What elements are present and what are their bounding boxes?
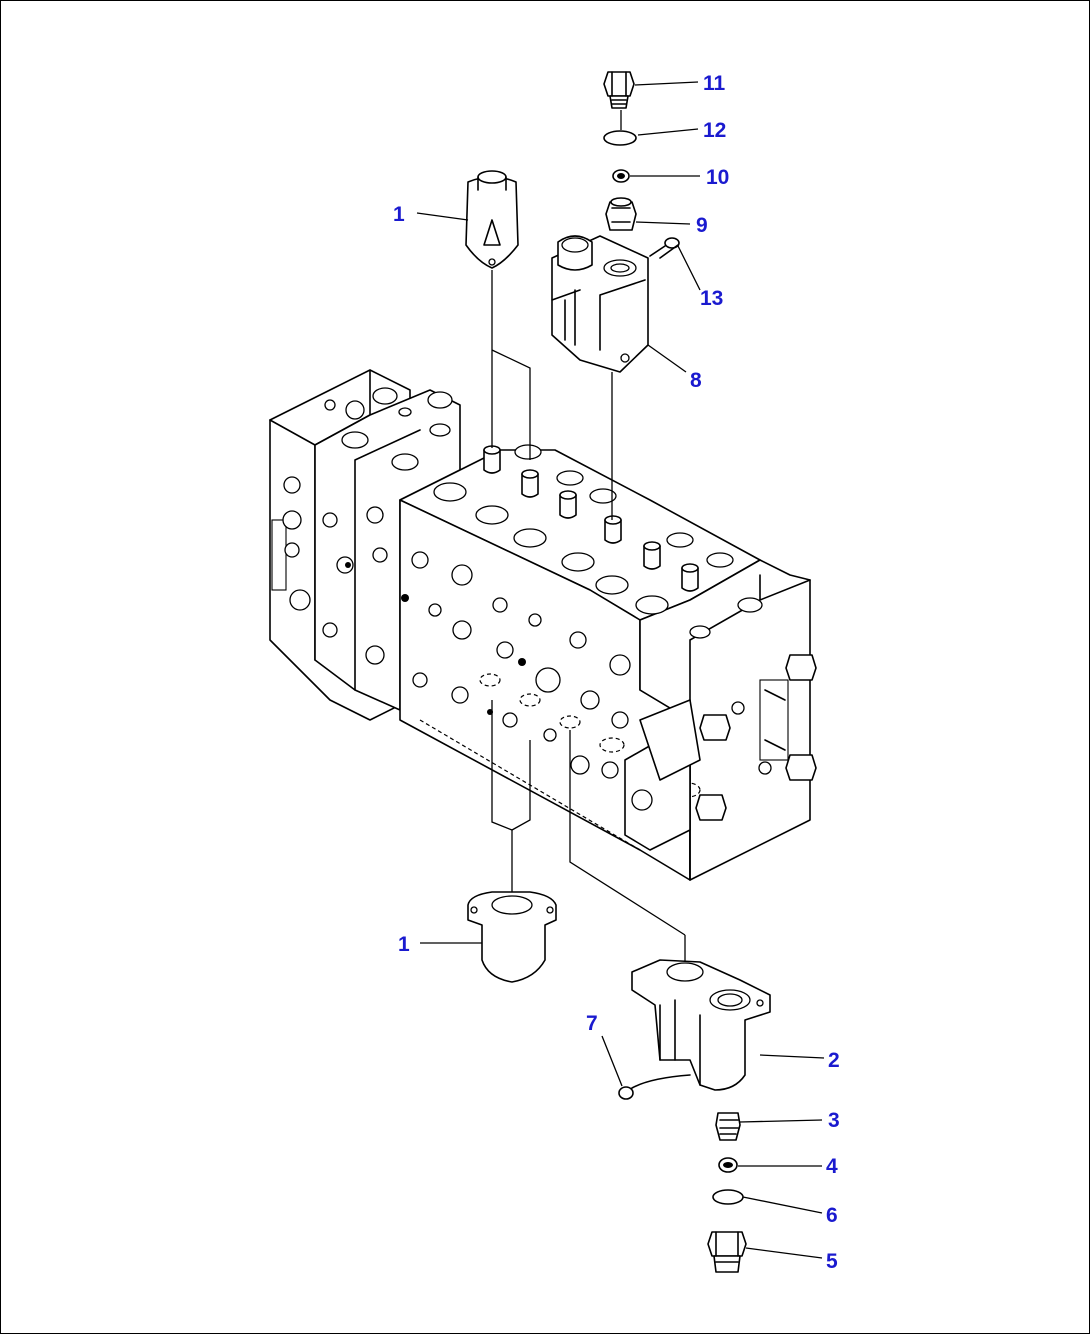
callout-8: 8 (690, 369, 702, 392)
part-6-o-ring (712, 1189, 744, 1205)
callout-13: 13 (700, 287, 723, 310)
part-10-seal (612, 169, 630, 183)
assembly-leader-lines (491, 110, 686, 936)
control-valve-body (269, 369, 817, 881)
callout-5: 5 (826, 1250, 838, 1273)
callout-4: 4 (826, 1155, 838, 1178)
part-7-screw (618, 1074, 691, 1100)
part-5-plug (707, 1231, 747, 1273)
part-1-top-cover (465, 170, 519, 448)
callout-leaders (416, 81, 825, 1259)
part-9-fitting (605, 197, 637, 231)
callout-10: 10 (706, 166, 729, 189)
part-3-fitting (715, 1112, 741, 1141)
part-1-bottom-cover (467, 830, 557, 983)
part-4-seal (718, 1157, 738, 1173)
callout-9: 9 (696, 214, 708, 237)
callout-1-bottom: 1 (398, 933, 410, 956)
part-8-valve-block (551, 235, 649, 520)
callout-11: 11 (703, 72, 726, 95)
callout-1-top: 1 (393, 203, 405, 226)
part-13-screw (649, 237, 680, 259)
callout-labels: 1 1 2 3 4 5 6 7 8 9 10 11 12 13 (393, 72, 840, 1273)
callout-7: 7 (586, 1012, 598, 1035)
part-2-valve-housing (631, 935, 771, 1091)
callout-3: 3 (828, 1109, 840, 1132)
callout-12: 12 (703, 119, 726, 142)
part-12-o-ring (603, 130, 637, 146)
callout-6: 6 (826, 1204, 838, 1227)
callout-2: 2 (828, 1049, 840, 1072)
part-11-plug (603, 71, 635, 109)
